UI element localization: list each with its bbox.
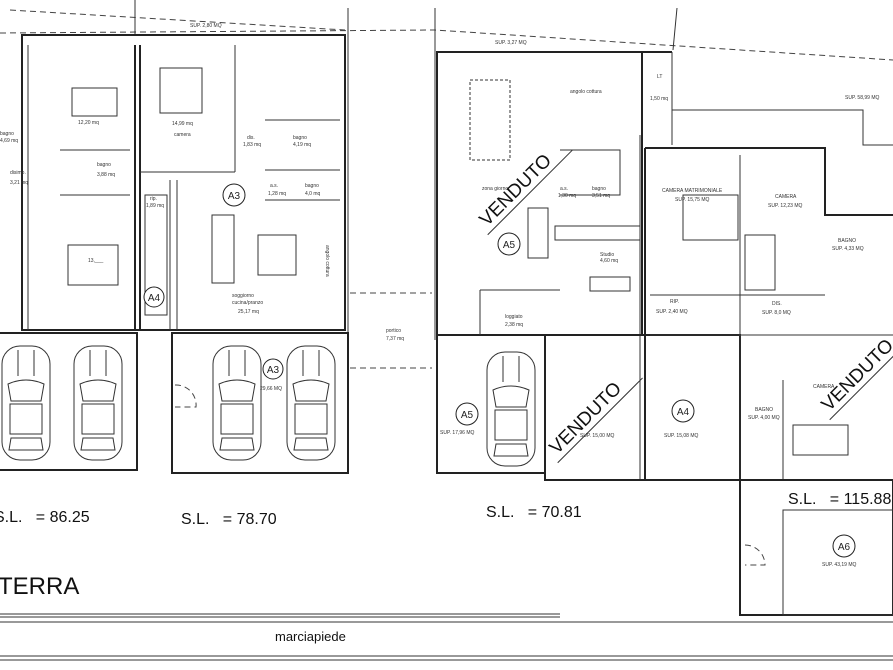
svg-text:VENDUTO: VENDUTO [818, 335, 893, 415]
room-area: 4,60 mq [600, 258, 618, 264]
room-name: a.s. [270, 183, 278, 189]
room-area: 12,20 mq [78, 120, 99, 126]
room-area: 1,50 mq [650, 96, 668, 102]
sl-label: S.L. = 70.81 [486, 504, 582, 521]
room-area: SUP. 58,99 MQ [845, 95, 879, 101]
room-area: 3,21 mq [10, 180, 28, 186]
room-name: DIS. [772, 301, 782, 307]
room-name: RIP. [670, 299, 679, 305]
room-area: 1,28 mq [268, 191, 286, 197]
room-name: LT [657, 74, 662, 80]
room-area: 3,51 mq [592, 193, 610, 199]
unit-marker: A6 [832, 534, 856, 558]
room-area: SUP. 8,0 MQ [762, 310, 791, 316]
room-area: 1,89 mq [146, 203, 164, 209]
floor-title: TERRA [0, 573, 79, 600]
unit-marker: A5 [455, 402, 479, 426]
room-name: camera [174, 132, 191, 138]
svg-text:A3: A3 [228, 191, 241, 202]
car-icon [73, 345, 123, 461]
car-icon [286, 345, 336, 461]
room-area: SUP. 2,80 MQ [190, 23, 222, 29]
car-icon [212, 345, 262, 461]
unit-marker: A3 [262, 358, 284, 380]
sl-label: S.L. = 115.88 [788, 491, 891, 508]
room-name: bagno [0, 131, 14, 137]
room-name: angolo cottura [570, 89, 602, 95]
svg-text:VENDUTO: VENDUTO [546, 378, 626, 458]
room-area: 14,99 mq [172, 121, 193, 127]
street-label: marciapiede [275, 629, 346, 644]
room-area: SUP. 43,19 MQ [822, 562, 856, 568]
room-area: 29,66 MQ [260, 386, 282, 392]
room-area: SUP. 12,23 MQ [768, 203, 802, 209]
room-name: bagno [293, 135, 307, 141]
room-area: SUP. 3,27 MQ [495, 40, 527, 46]
svg-text:A5: A5 [461, 410, 474, 421]
room-area: 25,17 mq [238, 309, 259, 315]
room-name: bagno [97, 162, 111, 168]
svg-text:A4: A4 [677, 407, 690, 418]
room-name: disimp. [10, 170, 26, 176]
room-name: portico [386, 328, 401, 334]
room-name: angolo cottura [324, 245, 330, 277]
room-name: CAMERA MATRIMONIALE [662, 188, 723, 194]
svg-text:A5: A5 [503, 240, 516, 251]
unit-marker: A3 [222, 183, 246, 207]
svg-text:A3: A3 [267, 365, 280, 376]
room-name: dis. [247, 135, 255, 141]
room-area: 4,0 mq [305, 191, 321, 197]
sold-stamp: VENDUTO [476, 149, 573, 236]
svg-text:A6: A6 [838, 542, 851, 553]
unit-marker: A5 [497, 232, 521, 256]
room-name: loggiato [505, 314, 523, 320]
room-name: a.s. [560, 186, 568, 192]
unit-marker: A4 [671, 399, 695, 423]
sl-label: S.L. = 78.70 [181, 511, 277, 528]
room-area: SUP. 17,96 MQ [440, 430, 474, 436]
room-name: Studio [600, 252, 614, 258]
room-area: 13,___ [88, 258, 104, 264]
sl-label: S.L. = 86.25 [0, 509, 90, 526]
room-name: bagno [305, 183, 319, 189]
room-area: SUP. 4,33 MQ [832, 246, 864, 252]
svg-text:A4: A4 [148, 293, 161, 304]
building-middle [436, 51, 673, 480]
sidewalk [0, 613, 893, 661]
garages-left [0, 332, 349, 474]
room-area: SUP. 2,40 MQ [656, 309, 688, 315]
room-name: BAGNO [755, 407, 773, 413]
room-name: rip. [150, 196, 157, 202]
room-area: 4,69 mq [0, 138, 18, 144]
room-name: CAMERA [813, 384, 835, 390]
room-name: CAMERA [775, 194, 797, 200]
room-area: SUP. 15,00 MQ [580, 433, 614, 439]
room-name: bagno [592, 186, 606, 192]
unit-marker: A4 [143, 286, 165, 308]
room-area: SUP. 4,00 MQ [748, 415, 780, 421]
room-area: SUP. 15,75 MQ [675, 197, 709, 203]
room-name: cucina/pranzo [232, 300, 263, 306]
building-left [21, 34, 346, 331]
room-area: 7,37 mq [386, 336, 404, 342]
room-area: 4,19 mq [293, 142, 311, 148]
room-area: 1,83 mq [243, 142, 261, 148]
car-icon [486, 351, 536, 467]
room-area: 1,30 mq [558, 193, 576, 199]
sold-stamp: VENDUTO [546, 377, 643, 464]
room-name: zona giorno [482, 186, 508, 192]
sold-stamp: VENDUTO [818, 334, 893, 421]
room-area: 3,88 mq [97, 172, 115, 178]
room-name: BAGNO [838, 238, 856, 244]
room-name: soggiorno [232, 293, 254, 299]
car-icon [1, 345, 51, 461]
car-icons [1, 345, 536, 467]
building-right [644, 109, 893, 616]
room-area: SUP. 15,08 MQ [664, 433, 698, 439]
room-area: 2,38 mq [505, 322, 523, 328]
